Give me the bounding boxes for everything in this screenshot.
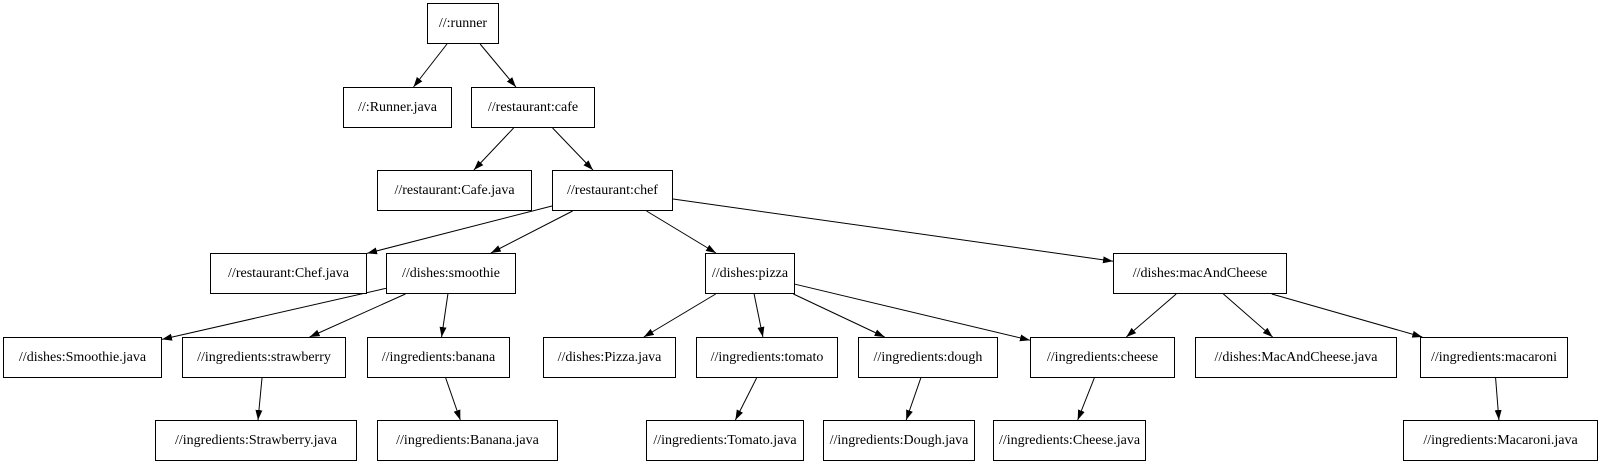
node-label: //ingredients:Macaroni.java (1423, 432, 1578, 448)
edge-smoothie-smoothie_java (161, 287, 387, 341)
node-macaroni_java: //ingredients:Macaroni.java (1403, 420, 1598, 461)
edge-pizza-cheese (794, 283, 1031, 342)
node-label: //ingredients:cheese (1046, 349, 1159, 365)
node-label: //ingredients:macaroni (1431, 349, 1557, 365)
node-smoothie: //dishes:smoothie (386, 253, 516, 294)
node-chef_java: //restaurant:Chef.java (210, 253, 367, 294)
edge-pizza-tomato (753, 293, 765, 338)
node-label: //restaurant:cafe (487, 99, 579, 115)
edge-runner-cafe (479, 43, 517, 88)
edge-mac_and_cheese-cheese (1125, 293, 1177, 338)
node-label: //restaurant:Cafe.java (394, 182, 515, 198)
edge-mac_and_cheese-mac_and_cheese_java (1223, 293, 1273, 338)
edge-chef-smoothie (490, 210, 573, 254)
node-label: //ingredients:Banana.java (396, 432, 539, 448)
node-strawberry_java: //ingredients:Strawberry.java (155, 420, 357, 461)
edge-banana-banana_java (445, 377, 461, 421)
edge-tomato-tomato_java (734, 377, 758, 421)
node-label: //ingredients:Strawberry.java (175, 432, 337, 448)
node-mac_and_cheese_java: //dishes:MacAndCheese.java (1195, 337, 1397, 378)
edge-strawberry-strawberry_java (255, 377, 263, 421)
edge-mac_and_cheese-macaroni (1271, 293, 1423, 338)
node-label: //restaurant:chef (567, 182, 658, 198)
node-cheese_java: //ingredients:Cheese.java (993, 420, 1146, 461)
node-label: //ingredients:dough (873, 349, 983, 365)
node-banana: //ingredients:banana (367, 337, 510, 378)
edge-cafe-cafe_java (473, 127, 514, 171)
node-label: //ingredients:banana (381, 349, 496, 365)
node-label: //:Runner.java (358, 99, 437, 115)
node-label: //dishes:smoothie (402, 265, 500, 281)
node-label: //ingredients:Tomato.java (653, 432, 797, 448)
node-label: //ingredients:Dough.java (829, 432, 969, 448)
node-pizza_java: //dishes:Pizza.java (543, 337, 676, 378)
node-label: //dishes:macAndCheese (1132, 265, 1268, 281)
edge-chef-mac_and_cheese (672, 198, 1114, 264)
node-chef: //restaurant:chef (552, 170, 673, 211)
edge-pizza-pizza_java (643, 293, 716, 338)
node-dough_java: //ingredients:Dough.java (823, 420, 975, 461)
edge-dough-dough_java (905, 377, 922, 421)
node-label: //dishes:pizza (711, 265, 789, 281)
node-runner: //:runner (427, 3, 499, 44)
node-dough: //ingredients:dough (858, 337, 998, 378)
node-label: //dishes:Smoothie.java (18, 349, 147, 365)
edge-smoothie-banana (439, 293, 449, 338)
node-label: //:runner (438, 15, 488, 31)
node-label: //dishes:Pizza.java (557, 349, 662, 365)
node-tomato: //ingredients:tomato (696, 337, 838, 378)
node-strawberry: //ingredients:strawberry (182, 337, 346, 378)
edge-runner-runner_java (413, 43, 448, 88)
node-label: //ingredients:strawberry (197, 349, 331, 365)
node-cheese: //ingredients:cheese (1030, 337, 1175, 378)
edge-cafe-chef (552, 127, 594, 171)
node-label: //ingredients:Cheese.java (998, 432, 1141, 448)
node-cafe_java: //restaurant:Cafe.java (377, 170, 532, 211)
edge-smoothie-strawberry (309, 293, 406, 338)
node-pizza: //dishes:pizza (705, 253, 795, 294)
edge-macaroni-macaroni_java (1494, 377, 1502, 421)
edge-pizza-dough (793, 293, 885, 338)
node-mac_and_cheese: //dishes:macAndCheese (1113, 253, 1287, 294)
edge-chef-chef_java (366, 205, 553, 255)
node-banana_java: //ingredients:Banana.java (377, 420, 558, 461)
node-macaroni: //ingredients:macaroni (1420, 337, 1568, 378)
edge-chef-pizza (646, 210, 717, 254)
node-label: //dishes:MacAndCheese.java (1214, 349, 1378, 365)
node-label: //ingredients:tomato (710, 349, 824, 365)
edge-cheese-cheese_java (1077, 377, 1095, 421)
node-runner_java: //:Runner.java (343, 87, 452, 128)
node-tomato_java: //ingredients:Tomato.java (646, 420, 804, 461)
node-smoothie_java: //dishes:Smoothie.java (3, 337, 162, 378)
node-label: //restaurant:Chef.java (228, 265, 349, 281)
node-cafe: //restaurant:cafe (471, 87, 595, 128)
